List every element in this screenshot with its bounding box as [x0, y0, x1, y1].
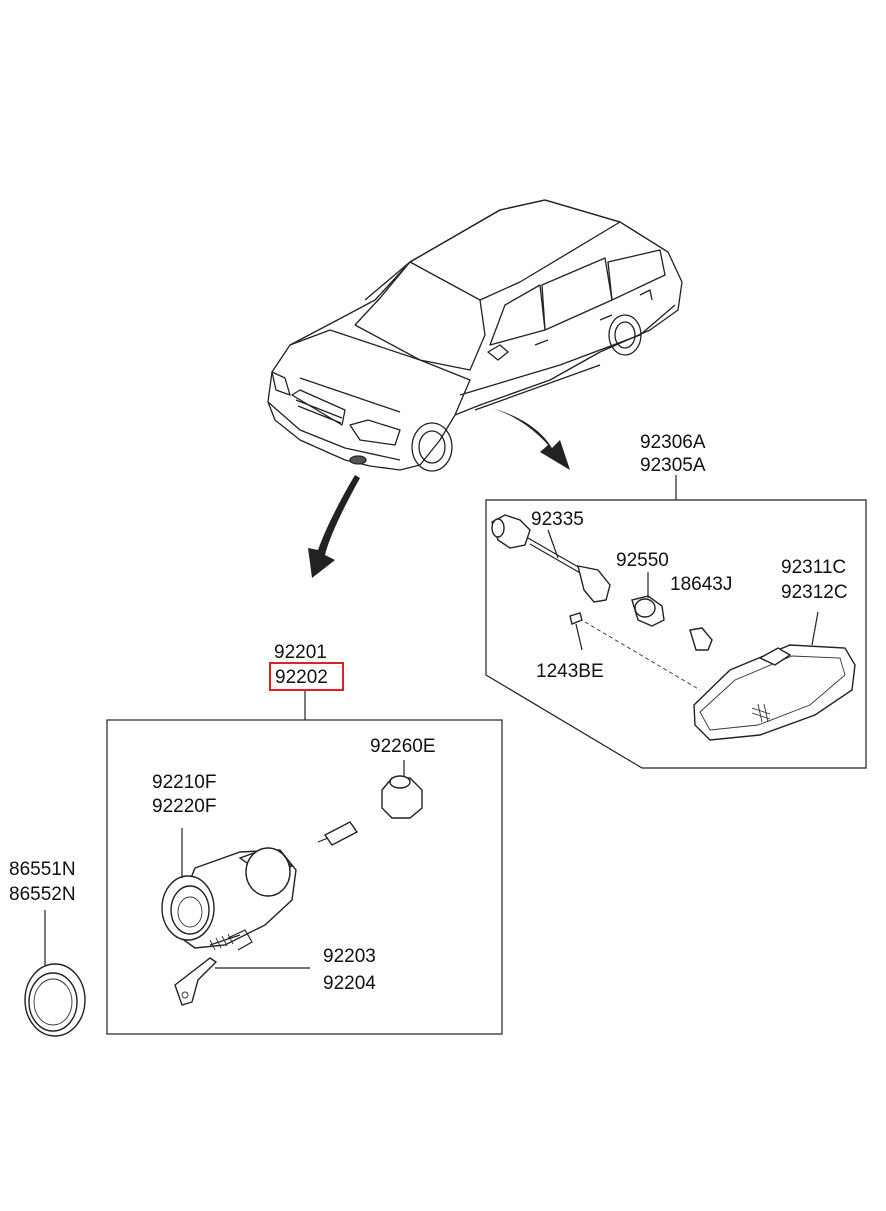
fog-lamp-group: [106, 662, 503, 1035]
label-screw: 1243BE: [536, 661, 604, 682]
cover-part: [24, 910, 86, 1037]
label-housing-2: 92220F: [152, 796, 216, 817]
label-cover-2: 86552N: [9, 884, 76, 905]
arrow-to-fog-lamp: [308, 475, 360, 578]
side-lamp-group: [485, 475, 867, 769]
label-lens-1: 92311C: [781, 557, 846, 578]
fog-housing-part: [161, 828, 297, 951]
label-side-lamp-assy-1: 92306A: [640, 432, 706, 453]
socket-part: [491, 514, 611, 603]
side-lens-part: [693, 611, 856, 741]
label-bracket-1: 92203: [323, 946, 376, 967]
bulb-socket-part: [381, 760, 423, 819]
label-bulb-small: 18643J: [670, 574, 732, 595]
label-socket: 92335: [531, 509, 584, 530]
highlight-box: [269, 662, 344, 691]
label-cover-1: 86551N: [9, 859, 76, 880]
small-bulb-part: [689, 627, 713, 651]
label-fog-assy-1: 92201: [274, 642, 327, 663]
side-bulb-part: [631, 572, 665, 627]
bracket-part: [174, 957, 310, 1006]
label-side-lamp-assy-2: 92305A: [640, 455, 706, 476]
arrow-to-side-lamp: [478, 405, 570, 470]
label-fog-assy-2: 92202: [275, 667, 328, 688]
screw-part: [569, 612, 701, 691]
label-bulb-socket: 92260E: [370, 736, 436, 757]
label-lens-2: 92312C: [781, 582, 848, 603]
label-housing-1: 92210F: [152, 772, 216, 793]
label-bulb-side: 92550: [616, 550, 669, 571]
fog-bulb-part: [317, 821, 359, 846]
car-illustration: [267, 199, 683, 472]
label-bracket-2: 92204: [323, 973, 376, 994]
